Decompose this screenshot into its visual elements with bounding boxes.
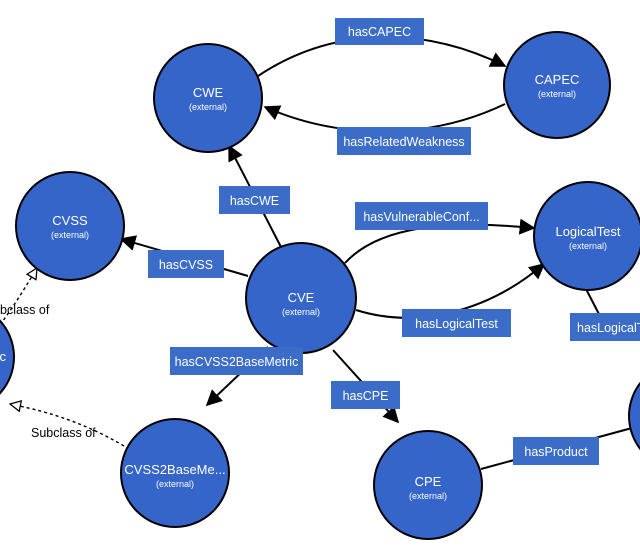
node-cpe-title: CPE (415, 474, 442, 489)
node-logicaltest-subtitle: (external) (569, 241, 607, 251)
node-cpe[interactable]: CPE (external) (373, 430, 483, 540)
edge-label-hascvss2basemetric[interactable]: hasCVSS2BaseMetric (170, 347, 303, 375)
edge-label-hascapec[interactable]: hasCAPEC (335, 18, 424, 45)
node-capec[interactable]: CAPEC (external) (503, 31, 611, 139)
edge-label-hascapec-text: hasCAPEC (348, 25, 411, 39)
subclass-label-lower: Subclass of (31, 426, 96, 440)
node-cvss2basemetric-title: CVSS2BaseMe... (124, 462, 225, 477)
edge-label-haslogicalt-partial-text: hasLogicalT (577, 321, 640, 335)
edge-label-hasrelatedweakness-text: hasRelatedWeakness (343, 135, 464, 149)
node-cvss2basemetric[interactable]: CVSS2BaseMe... (external) (120, 418, 230, 528)
node-cve[interactable]: CVE (external) (245, 242, 357, 354)
node-left-partial-title: c (0, 349, 7, 364)
edge-label-hascvss-text: hasCVSS (159, 258, 213, 272)
node-cvss-title: CVSS (52, 213, 88, 228)
edge-label-hascvss2basemetric-text: hasCVSS2BaseMetric (175, 355, 299, 369)
edge-label-hascvss[interactable]: hasCVSS (148, 250, 224, 278)
node-left-partial[interactable]: c (0, 303, 15, 411)
edge-label-hasrelatedweakness[interactable]: hasRelatedWeakness (337, 127, 471, 155)
edge-subclass-upper-line (0, 268, 37, 326)
node-cpe-subtitle: (external) (409, 491, 447, 501)
node-capec-title: CAPEC (535, 72, 580, 87)
node-cwe-title: CWE (193, 85, 224, 100)
node-capec-subtitle: (external) (538, 89, 576, 99)
edge-label-hasvulnerableconf[interactable]: hasVulnerableConf... (355, 202, 488, 230)
edge-label-hasproduct-text: hasProduct (524, 445, 588, 459)
node-cvss2basemetric-subtitle: (external) (156, 479, 194, 489)
edge-label-hasproduct[interactable]: hasProduct (513, 437, 599, 465)
edge-label-hascwe[interactable]: hasCWE (219, 186, 290, 214)
node-cvss[interactable]: CVSS (external) (15, 171, 125, 281)
edge-label-haslogicaltest[interactable]: hasLogicalTest (402, 309, 511, 337)
subclass-label-upper: bclass of (0, 303, 50, 317)
node-cve-title: CVE (288, 290, 315, 305)
node-cwe[interactable]: CWE (external) (153, 43, 263, 153)
node-cvss-subtitle: (external) (51, 230, 89, 240)
node-cwe-subtitle: (external) (189, 102, 227, 112)
node-right-partial[interactable] (628, 362, 640, 470)
edge-label-hasvulnerableconf-text: hasVulnerableConf... (363, 210, 479, 224)
node-logicaltest-title: LogicalTest (555, 224, 620, 239)
edge-label-hascwe-text: hasCWE (230, 194, 279, 208)
edge-label-hascpe[interactable]: hasCPE (331, 381, 400, 409)
node-cve-subtitle: (external) (282, 307, 320, 317)
edge-hasvulnerableconf-line (344, 218, 536, 264)
edge-label-hascpe-text: hasCPE (343, 389, 389, 403)
edge-subclass-lower-line (10, 404, 125, 447)
edge-label-haslogicalt-partial[interactable]: hasLogicalT (570, 313, 640, 341)
node-logicaltest[interactable]: LogicalTest (external) (533, 181, 640, 291)
edge-label-haslogicaltest-text: hasLogicalTest (415, 317, 498, 331)
